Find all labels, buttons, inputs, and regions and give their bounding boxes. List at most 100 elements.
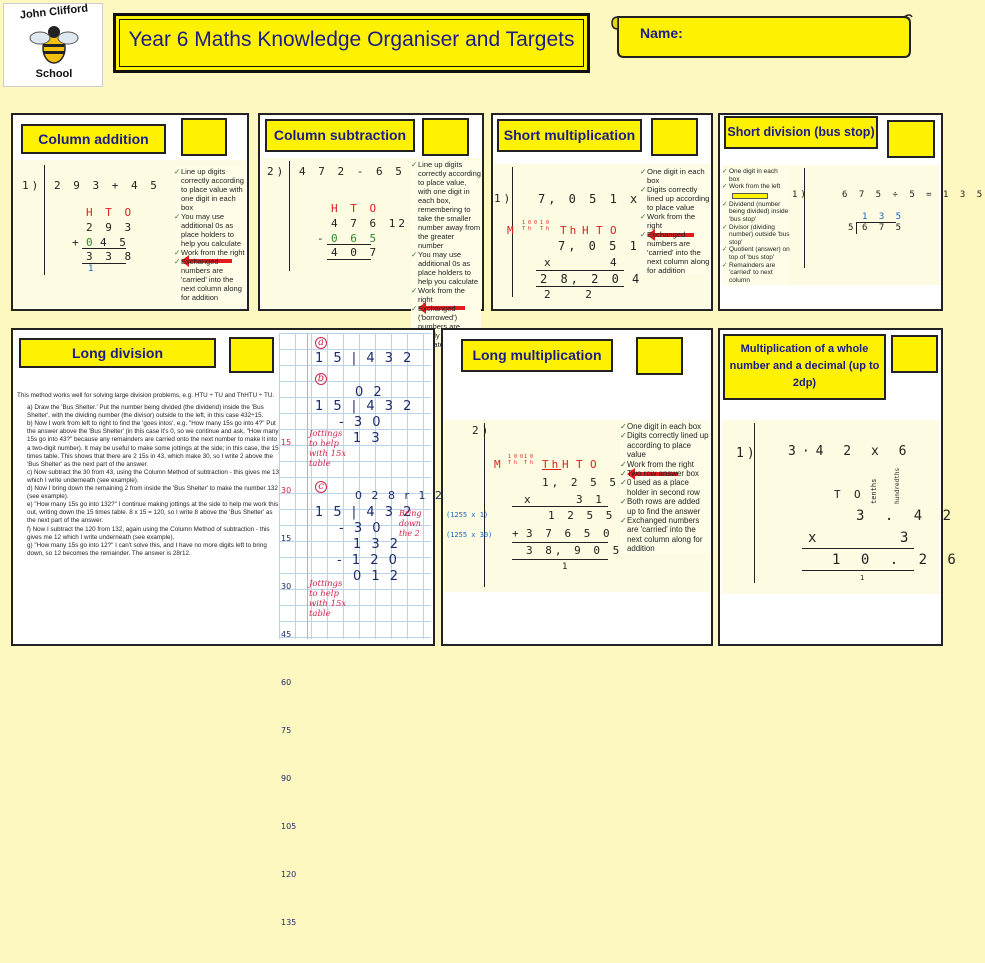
tip: Exchanged numbers are 'carried' into the… bbox=[174, 257, 246, 302]
bring-down-note: Bring down the 2 bbox=[399, 509, 422, 538]
answer-line-bottom bbox=[82, 263, 126, 264]
label-column-subtraction: Column subtraction bbox=[265, 119, 415, 152]
answer-result: 3 3 8 bbox=[86, 250, 135, 263]
header-100th: 100 Th bbox=[508, 454, 527, 466]
question-text: 2 9 3 + 4 5 bbox=[54, 179, 160, 192]
header-o: O bbox=[590, 458, 600, 471]
question-number: 2) bbox=[472, 424, 492, 437]
name-scroll-banner bbox=[611, 14, 913, 58]
header-ones: O bbox=[854, 488, 864, 501]
tip: You may use additional 0s as place holde… bbox=[411, 250, 481, 286]
page-title: Year 6 Maths Knowledge Organiser and Tar… bbox=[128, 28, 575, 51]
tip: Dividend (number being divided) inside '… bbox=[722, 201, 790, 224]
question-text: 4 7 2 - 6 5 bbox=[299, 165, 405, 178]
name-label: Name: bbox=[640, 25, 683, 41]
target-box-long-division[interactable] bbox=[229, 337, 274, 373]
answer-result: 3 8, 9 0 5 bbox=[526, 544, 623, 557]
label-long-division: Long division bbox=[19, 338, 216, 368]
intro-text: This method works well for solving large… bbox=[17, 392, 275, 399]
step-d: d) Now I bring down the remaining 2 from… bbox=[27, 485, 278, 501]
label-column-addition: Column addition bbox=[21, 124, 166, 154]
table-entry: 90 bbox=[281, 774, 292, 783]
answer-line-bottom bbox=[536, 286, 624, 287]
margin-line bbox=[804, 168, 805, 268]
question-number: 1) bbox=[22, 179, 42, 192]
table-entry: 15 bbox=[281, 534, 292, 543]
example-column-subtraction: 2) 4 7 2 - 6 5 H T O 4 7 6 12 - 0 6 5 4 … bbox=[261, 158, 481, 349]
target-box-decimal-multiplication[interactable] bbox=[891, 335, 938, 373]
tip: Line up digits correctly according to pl… bbox=[174, 167, 246, 212]
yellow-arrow-right-icon bbox=[732, 192, 768, 199]
row-second-number: 4 bbox=[610, 256, 620, 269]
tips-short-multiplication: One digit in each box Digits correctly l… bbox=[640, 167, 710, 275]
row-second-number: 4 5 bbox=[100, 236, 129, 249]
header-m: M bbox=[494, 458, 504, 471]
tip: Exchanged numbers are 'carried' into the… bbox=[640, 230, 710, 275]
division-b: 1 5 | 4 3 2 bbox=[315, 399, 415, 414]
target-box-long-multiplication[interactable] bbox=[636, 337, 683, 375]
table-entry: 60 bbox=[281, 678, 292, 687]
label-long-multiplication: Long multiplication bbox=[461, 339, 613, 372]
tip: Exchanged numbers are 'carried' into the… bbox=[620, 516, 710, 554]
step-c: c) Now subtract the 30 from 43, using th… bbox=[27, 468, 279, 484]
question-number: 1) bbox=[494, 192, 514, 205]
placeholder-zero: 0 bbox=[86, 236, 96, 249]
bus-stop-roof bbox=[856, 222, 896, 223]
step-e: e) "How many 15s go into 132?" I continu… bbox=[27, 501, 279, 525]
tip: Work from the right bbox=[620, 460, 710, 470]
answer-line-top bbox=[82, 248, 126, 249]
operator-plus: + bbox=[512, 527, 522, 540]
table-entry: 105 bbox=[281, 822, 297, 831]
step-label-b: b bbox=[315, 373, 327, 385]
answer-line-top bbox=[327, 244, 371, 245]
question-number: 1) bbox=[736, 446, 758, 461]
target-box-short-multiplication[interactable] bbox=[651, 118, 698, 156]
header-o: O bbox=[610, 224, 620, 237]
example-long-multiplication: 2) M 100 Th 10 Th Th H T O 1, 2 5 5 x 3 … bbox=[444, 420, 710, 592]
tip: Work from the right bbox=[411, 286, 481, 304]
question-text: 6 7 5 ÷ 5 = 1 3 5 bbox=[842, 190, 985, 200]
bring-down-c: 1 3 2 bbox=[353, 537, 402, 552]
example-short-division: 1) 6 7 5 ÷ 5 = 1 3 5 1 3 5 5 6 7 5 One d… bbox=[722, 165, 982, 285]
partial-one: 1 2 5 5 bbox=[548, 509, 616, 522]
margin-line bbox=[44, 165, 45, 275]
tips-short-division: One digit in each box Work from the left… bbox=[722, 168, 790, 285]
carry-digit: 1 bbox=[88, 264, 97, 274]
label-decimal-multiplication: Multiplication of a whole number and a d… bbox=[723, 334, 886, 400]
division-a: 1 5 | 4 3 2 bbox=[315, 351, 415, 366]
remainder-b: 1 3 bbox=[353, 431, 383, 446]
answer-line-mid bbox=[512, 542, 608, 543]
tip: Divisor (dividing number) outside 'bus s… bbox=[722, 224, 790, 247]
name-field[interactable] bbox=[690, 20, 900, 42]
table-entry: 120 bbox=[281, 870, 297, 879]
tips-column-subtraction: Line up digits correctly according to pl… bbox=[411, 160, 481, 349]
carry-digits: 2 2 bbox=[544, 288, 606, 301]
target-box-column-addition[interactable] bbox=[181, 118, 227, 156]
place-value-headers: H T O bbox=[331, 202, 380, 215]
target-box-column-subtraction[interactable] bbox=[422, 118, 469, 156]
division-c: 1 5 | 4 3 2 bbox=[315, 505, 415, 520]
long-division-steps: This method works well for solving large… bbox=[17, 392, 279, 558]
table-entry: 135 bbox=[281, 918, 297, 927]
carry-digit: 1 bbox=[860, 574, 868, 582]
grid-margin-line bbox=[307, 333, 308, 639]
bee-emblem-icon bbox=[29, 26, 79, 64]
step-label-c: c bbox=[315, 481, 327, 493]
answer-line-bottom bbox=[802, 570, 914, 571]
tip: One digit in each box bbox=[722, 168, 790, 183]
table-entry: 75 bbox=[281, 726, 292, 735]
target-box-short-division[interactable] bbox=[887, 120, 935, 158]
subtract-120: - 1 2 0 bbox=[337, 553, 400, 568]
answer-line-bottom bbox=[327, 259, 371, 260]
quotient-b: 0 2 bbox=[355, 385, 385, 400]
header-t: T bbox=[596, 224, 606, 237]
row-first-number: 2 9 3 bbox=[86, 221, 135, 234]
question-text: 3·4 2 x 6 bbox=[788, 444, 913, 459]
answer-result: 4 0 7 bbox=[331, 246, 380, 259]
partial-two: 3 7 6 5 0 bbox=[526, 527, 613, 540]
dividend: 6 7 5 bbox=[862, 223, 905, 233]
header-hundredths: hundredths bbox=[894, 467, 901, 504]
header-tenths: tenths bbox=[870, 478, 878, 504]
header-10th: 10 Th bbox=[524, 454, 537, 466]
header-10th: 10 Th bbox=[540, 220, 553, 232]
